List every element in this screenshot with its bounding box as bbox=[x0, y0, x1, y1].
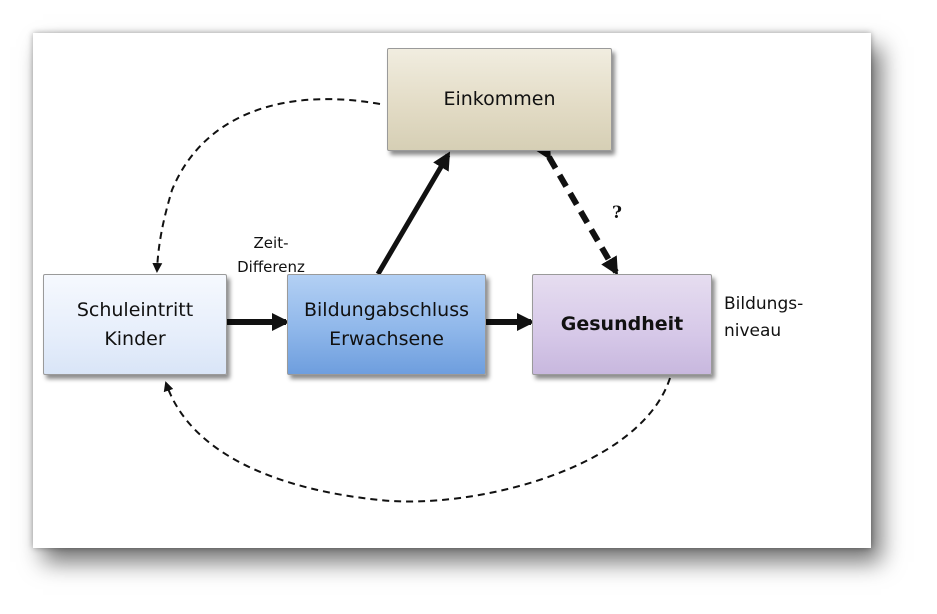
edge-gesundheit-to-schule bbox=[163, 377, 671, 503]
label-bildungsniveau-line1: Bildungs- bbox=[724, 294, 804, 314]
node-bildungabschluss-line1: Bildungabschluss bbox=[303, 298, 469, 321]
label-bildungsniveau-line2: niveau bbox=[724, 321, 782, 341]
edge-einkommen-gesundheit bbox=[534, 140, 619, 276]
label-zeit-line1: Zeit- bbox=[253, 234, 289, 252]
node-einkommen: Einkommen bbox=[387, 48, 612, 151]
edge-einkommen-to-schule bbox=[152, 98, 381, 273]
label-zeit-line2: Differenz bbox=[237, 258, 305, 276]
node-bildungabschluss: Bildungabschluss Erwachsene bbox=[287, 274, 486, 375]
label-zeit-differenz: Zeit- Differenz bbox=[226, 231, 316, 279]
node-bildungabschluss-line2: Erwachsene bbox=[329, 327, 444, 350]
edge-bildung-to-einkommen bbox=[375, 151, 451, 276]
node-schuleintritt-line1: Schuleintritt bbox=[76, 298, 194, 321]
label-bildungsniveau: Bildungs- niveau bbox=[724, 291, 834, 345]
node-einkommen-label: Einkommen bbox=[443, 88, 556, 110]
node-gesundheit-label: Gesundheit bbox=[560, 313, 684, 335]
node-schuleintritt: Schuleintritt Kinder bbox=[43, 274, 227, 375]
node-schuleintritt-line2: Kinder bbox=[104, 327, 166, 350]
label-question-mark: ? bbox=[612, 203, 622, 223]
node-gesundheit: Gesundheit bbox=[532, 274, 712, 375]
